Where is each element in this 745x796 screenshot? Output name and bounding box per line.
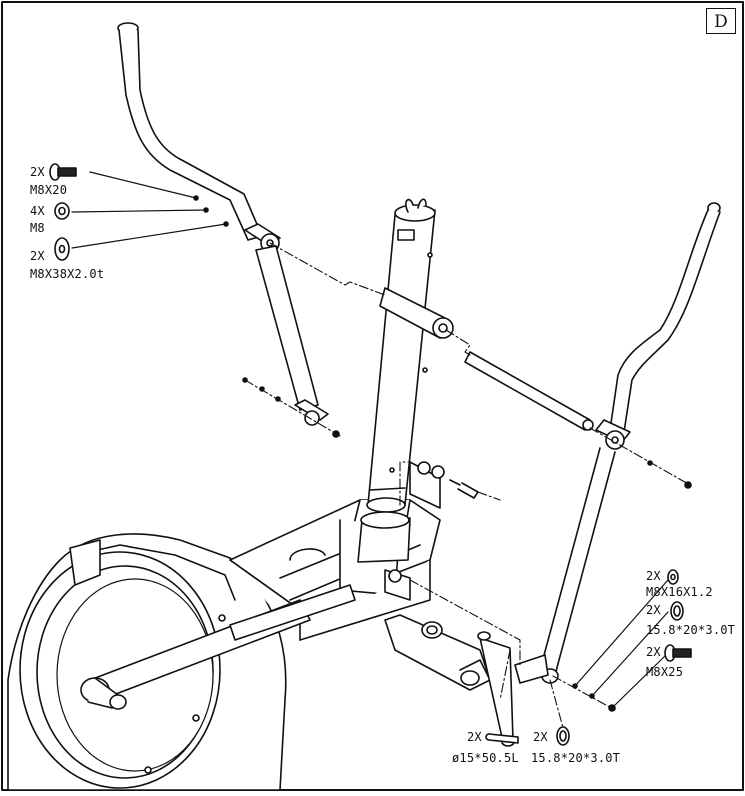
pivot-axle [464,351,594,431]
bushing-bottom-icon [556,726,570,746]
pedal-arm [80,548,356,710]
washer-m8x38-qty: 2X [30,249,45,263]
hardware-dots [193,195,692,712]
lower-bracket [384,569,411,601]
bolt-icon [49,163,77,181]
bushing-bottom-qty: 2X [533,730,548,744]
step-letter: D [714,12,728,32]
leader-lines [71,171,669,709]
bushing-icon [670,601,684,621]
axle-spec: ø15*50.5L [452,751,519,765]
bolt-m8x20-spec: M8X20 [30,183,68,197]
step-label-box: D [706,8,736,34]
pivot-tube-housing [379,287,454,339]
washer-m8x38-spec: M8X38X2.0t [30,267,105,281]
frame-bracket [409,461,479,509]
axle-qty: 2X [467,730,482,744]
bolt-m8x25-icon [664,644,692,662]
nut-icon [54,202,70,220]
washer-icon [54,237,70,261]
bushing-right-qty: 2X [646,603,661,617]
washer-m8x16-spec: M8X16X1.2 [646,585,713,599]
bolt-m8x25-spec: M8X25 [646,665,684,679]
link-axle [477,631,515,747]
bushing-right-spec: 15.8*20*3.0T [646,623,736,637]
washer-m8x16-qty: 2X [646,569,661,583]
left-handlebar [117,22,329,426]
upright-post [357,198,436,563]
nut-m8-spec: M8 [30,221,45,235]
bolt-m8x20-qty: 2X [30,165,45,179]
bolt-m8x25-qty: 2X [646,645,661,659]
nut-m8-qty: 4X [30,204,45,218]
bushing-bottom-spec: 15.8*20*3.0T [531,751,621,765]
axle-icon [485,733,519,744]
washer-small-icon [667,569,679,585]
right-handlebar [539,202,721,684]
axle-bracket-plate [514,654,549,684]
